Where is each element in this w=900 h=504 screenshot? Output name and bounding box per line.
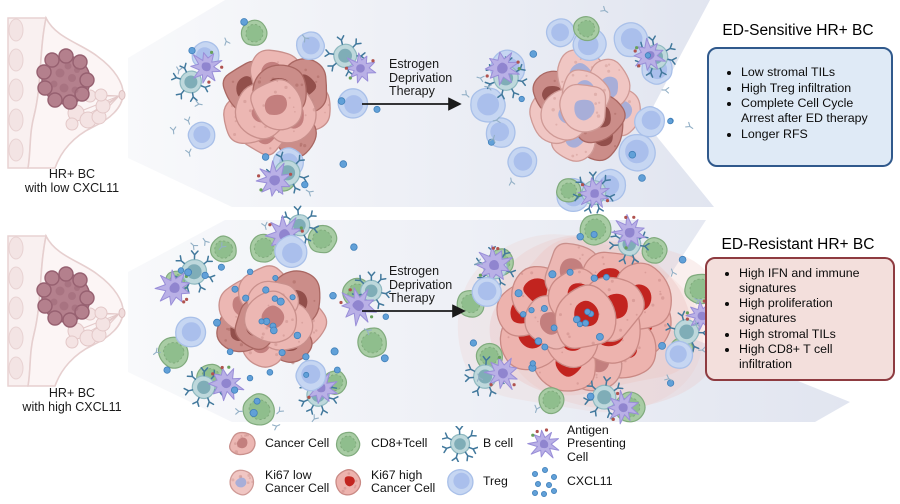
legend-item-treg: Treg <box>442 464 526 500</box>
outcome-point: Complete Cell Cycle Arrest after ED ther… <box>741 96 885 125</box>
cell-illustrations <box>153 5 725 431</box>
b-cell-icon <box>442 426 478 462</box>
treg-icon <box>447 469 474 496</box>
legend-item-cxcl11: CXCL11 <box>526 464 654 500</box>
outcome-box-top: Low stromal TILsHigh Treg infiltrationCo… <box>707 47 893 167</box>
outcome-list-bottom: High IFN and immune signaturesHigh proli… <box>707 259 893 371</box>
legend-item-cd8-tcell: CD8+Tcell <box>330 426 442 462</box>
source-label-bottom: HR+ BC with high CXCL11 <box>22 386 122 415</box>
cd8-tcell-icon <box>335 431 361 457</box>
apc-icon <box>527 428 560 459</box>
legend-label: CD8+Tcell <box>371 436 428 451</box>
legend-label: Ki67 high Cancer Cell <box>371 467 436 495</box>
legend-row-2: Ki67 low Cancer Cell Ki67 high Cancer Cel… <box>224 463 654 501</box>
legend-item-cancer-cell: Cancer Cell <box>224 426 330 462</box>
breast-illustration-top <box>7 17 126 169</box>
outcome-point: High IFN and immune signatures <box>739 266 887 295</box>
outcome-point: High stromal TILs <box>739 327 887 342</box>
outcome-title-bottom: ED-Resistant HR+ BC <box>721 236 875 253</box>
legend-item-apc: Antigen Presenting Cell <box>526 424 654 464</box>
outcome-point: High Treg infiltration <box>741 81 885 96</box>
outcome-point: High CD8+ T cell infiltration <box>739 342 887 371</box>
outcome-point: High proliferation signatures <box>739 296 887 325</box>
legend-label: CXCL11 <box>567 474 613 489</box>
cancer-cell-icon <box>229 431 256 456</box>
outcome-point: Longer RFS <box>741 127 885 142</box>
legend-row-1: Cancer Cell CD8+Tcell B cell Antigen Presen… <box>224 424 654 464</box>
legend-item-ki67-high: Ki67 high Cancer Cell <box>330 464 442 500</box>
tumor-low-cxcl11-baseline <box>169 18 381 197</box>
tumor-ed-resistant <box>456 213 725 425</box>
cxcl11-icon <box>532 467 557 497</box>
ki67-low-icon <box>229 469 255 496</box>
outcome-list-top: Low stromal TILsHigh Treg infiltrationCo… <box>709 49 891 141</box>
legend-item-b-cell: B cell <box>442 426 526 462</box>
legend-label: B cell <box>483 436 514 451</box>
legend-label: Treg <box>483 474 508 489</box>
legend-label: Cancer Cell <box>265 436 330 451</box>
outcome-title-top: ED-Sensitive HR+ BC <box>722 22 874 39</box>
source-label-top: HR+ BC with low CXCL11 <box>24 167 120 196</box>
therapy-label-top: Estrogen Deprivation Therapy <box>389 57 453 98</box>
breast-illustration-bottom <box>7 235 126 387</box>
therapy-label-bottom: Estrogen Deprivation Therapy <box>389 264 453 305</box>
ki67-high-icon <box>335 469 362 496</box>
legend-label: Antigen Presenting Cell <box>567 423 626 464</box>
tumor-high-cxcl11-baseline <box>153 205 391 431</box>
outcome-box-bottom: High IFN and immune signaturesHigh proli… <box>705 257 895 381</box>
legend-item-ki67-low: Ki67 low Cancer Cell <box>224 464 330 500</box>
outcome-point: Low stromal TILs <box>741 65 885 80</box>
tumor-ed-sensitive <box>461 5 694 214</box>
legend: Cancer Cell CD8+Tcell B cell Antigen Presen… <box>224 424 654 501</box>
legend-label: Ki67 low Cancer Cell <box>265 467 330 495</box>
